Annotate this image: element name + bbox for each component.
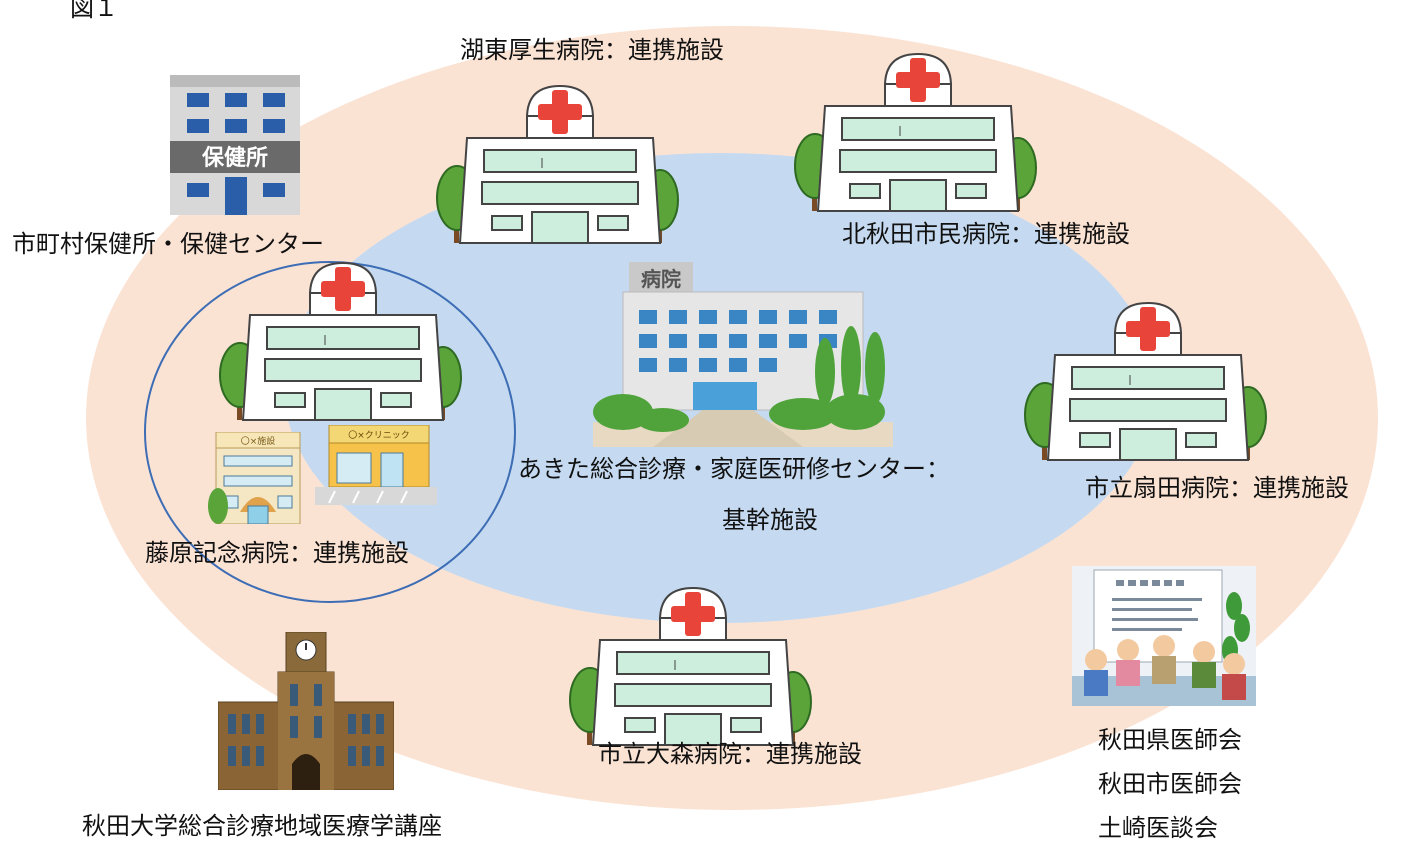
care-facility-building-icon: 〇×施設	[208, 432, 301, 524]
fujiwara-group-circle	[144, 261, 516, 603]
svg-text:〇×施設: 〇×施設	[241, 435, 276, 447]
hospital-ogita-icon	[1020, 295, 1270, 479]
red-cross-icon	[896, 58, 940, 102]
figure-label: 図１	[70, 0, 118, 22]
red-cross-icon	[538, 90, 582, 134]
health-center-sign: 保健所	[201, 145, 268, 171]
label-core-hospital-line2: 基幹施設	[722, 506, 818, 534]
hospital-fujiwara-icon	[215, 255, 465, 439]
label-koto-hospital: 湖東厚生病院：連携施設	[460, 36, 724, 64]
label-university: 秋田大学総合診療地域医療学講座	[82, 812, 442, 840]
svg-text:〇×クリニック: 〇×クリニック	[348, 430, 410, 441]
red-cross-icon	[321, 267, 365, 311]
core-hospital-building-icon: 病院	[593, 262, 893, 447]
hospital-omori-icon	[565, 580, 815, 764]
clinic-building-icon: 〇×クリニック	[315, 425, 437, 505]
label-health-center: 市町村保健所・保健センター	[12, 230, 324, 258]
hospital-koto-icon	[432, 78, 682, 262]
label-kitaakita-hospital: 北秋田市民病院：連携施設	[842, 220, 1130, 248]
label-omori-hospital: 市立大森病院：連携施設	[598, 740, 862, 768]
label-medical-association-2: 秋田市医師会	[1098, 770, 1242, 798]
university-building-icon	[218, 632, 394, 790]
label-medical-association-3: 土崎医談会	[1098, 814, 1218, 842]
health-center-building-icon: 保健所	[170, 75, 300, 215]
core-hospital-sign: 病院	[641, 267, 681, 291]
label-ogita-hospital: 市立扇田病院：連携施設	[1085, 474, 1349, 502]
hospital-kitaakita-icon	[790, 46, 1040, 230]
label-core-hospital-line1: あきた総合診療・家庭医研修センター：	[518, 455, 950, 483]
label-fujiwara-hospital: 藤原記念病院：連携施設	[145, 539, 409, 567]
red-cross-icon	[671, 592, 715, 636]
meeting-illustration-icon	[1072, 566, 1256, 706]
label-medical-association-1: 秋田県医師会	[1098, 726, 1242, 754]
red-cross-icon	[1126, 307, 1170, 351]
